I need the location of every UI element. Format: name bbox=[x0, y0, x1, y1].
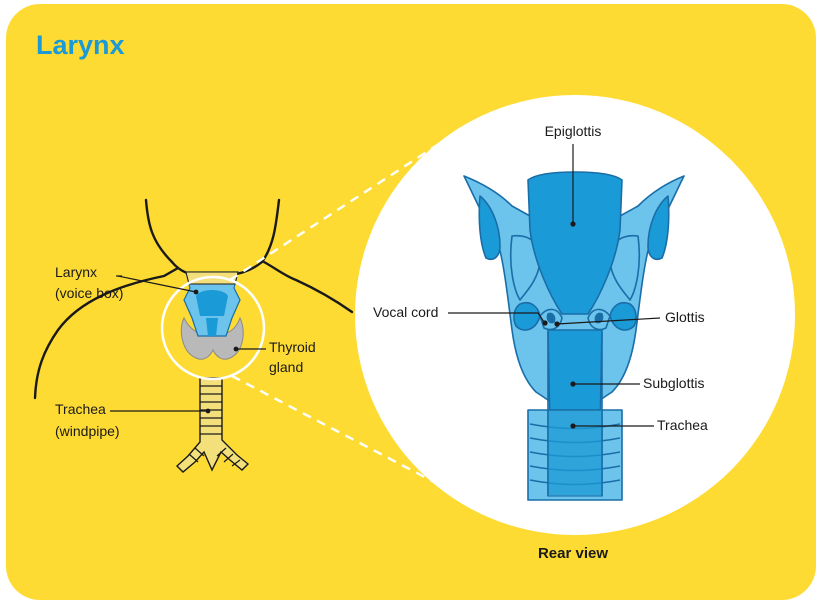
label-voice-box: (voice box) bbox=[55, 285, 123, 301]
label-windpipe: (windpipe) bbox=[55, 423, 120, 439]
trachea-figure bbox=[177, 378, 248, 472]
label-subglottis: Subglottis bbox=[643, 375, 704, 391]
label-larynx: Larynx bbox=[55, 264, 97, 280]
label-thyroid: Thyroid bbox=[269, 339, 316, 355]
view-caption: Rear view bbox=[538, 545, 608, 562]
label-epiglottis: Epiglottis bbox=[545, 123, 602, 139]
label-trachea-left: Trachea bbox=[55, 401, 106, 417]
label-gland: gland bbox=[269, 359, 303, 375]
label-vocal-cord: Vocal cord bbox=[373, 304, 438, 320]
label-trachea-detail: Trachea bbox=[657, 417, 708, 433]
label-glottis: Glottis bbox=[665, 309, 705, 325]
